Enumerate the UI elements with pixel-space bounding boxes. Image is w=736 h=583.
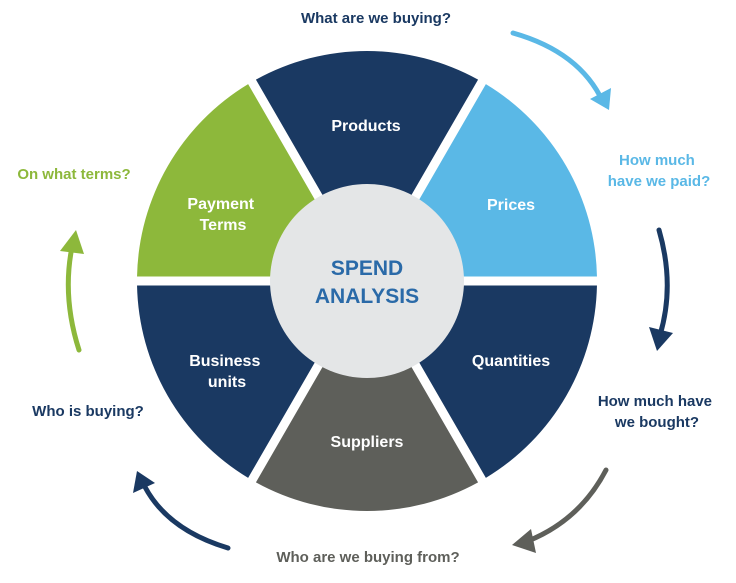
cycle-arrows	[60, 30, 673, 553]
question-who-are-we-buying-from: Who are we buying from?	[276, 549, 459, 566]
business-units-label: Business units	[189, 353, 265, 391]
quantities-segment	[405, 285, 597, 478]
center-title-line1: SPEND	[331, 257, 403, 280]
arrow-paid-to-bought	[656, 227, 670, 338]
products-segment	[255, 50, 479, 219]
arrow-head-who-to-terms	[60, 230, 84, 254]
center-hub	[270, 184, 464, 378]
products-label: Products	[331, 118, 400, 135]
question-on-what-terms: On what terms?	[17, 166, 130, 183]
arrow-bought-to-from	[525, 467, 609, 544]
arrow-head-from-to-who	[133, 471, 155, 493]
center-title-line2: ANALYSIS	[315, 285, 419, 308]
question-how-much-bought: How much have we bought?	[598, 393, 716, 431]
suppliers-label: Suppliers	[331, 434, 404, 451]
prices-label: Prices	[487, 197, 535, 214]
segments	[137, 50, 597, 512]
suppliers-segment	[255, 343, 479, 512]
question-what-are-we-buying: What are we buying?	[301, 10, 451, 27]
arrow-what-to-paid	[510, 30, 606, 105]
question-who-is-buying: Who is buying?	[32, 403, 144, 420]
arrow-head-bought-to-from	[512, 529, 536, 553]
prices-segment	[405, 84, 597, 277]
payment-terms-segment	[137, 84, 329, 277]
quantities-label: Quantities	[472, 353, 550, 370]
arrow-from-to-who	[142, 484, 231, 551]
arrow-head-paid-to-bought	[649, 327, 673, 351]
payment-terms-label: Payment Terms	[187, 196, 258, 234]
arrow-head-what-to-paid	[590, 88, 611, 110]
arrow-who-to-terms	[65, 244, 82, 353]
question-how-much-paid: How much have we paid?	[608, 152, 711, 190]
business-units-segment	[137, 285, 329, 478]
